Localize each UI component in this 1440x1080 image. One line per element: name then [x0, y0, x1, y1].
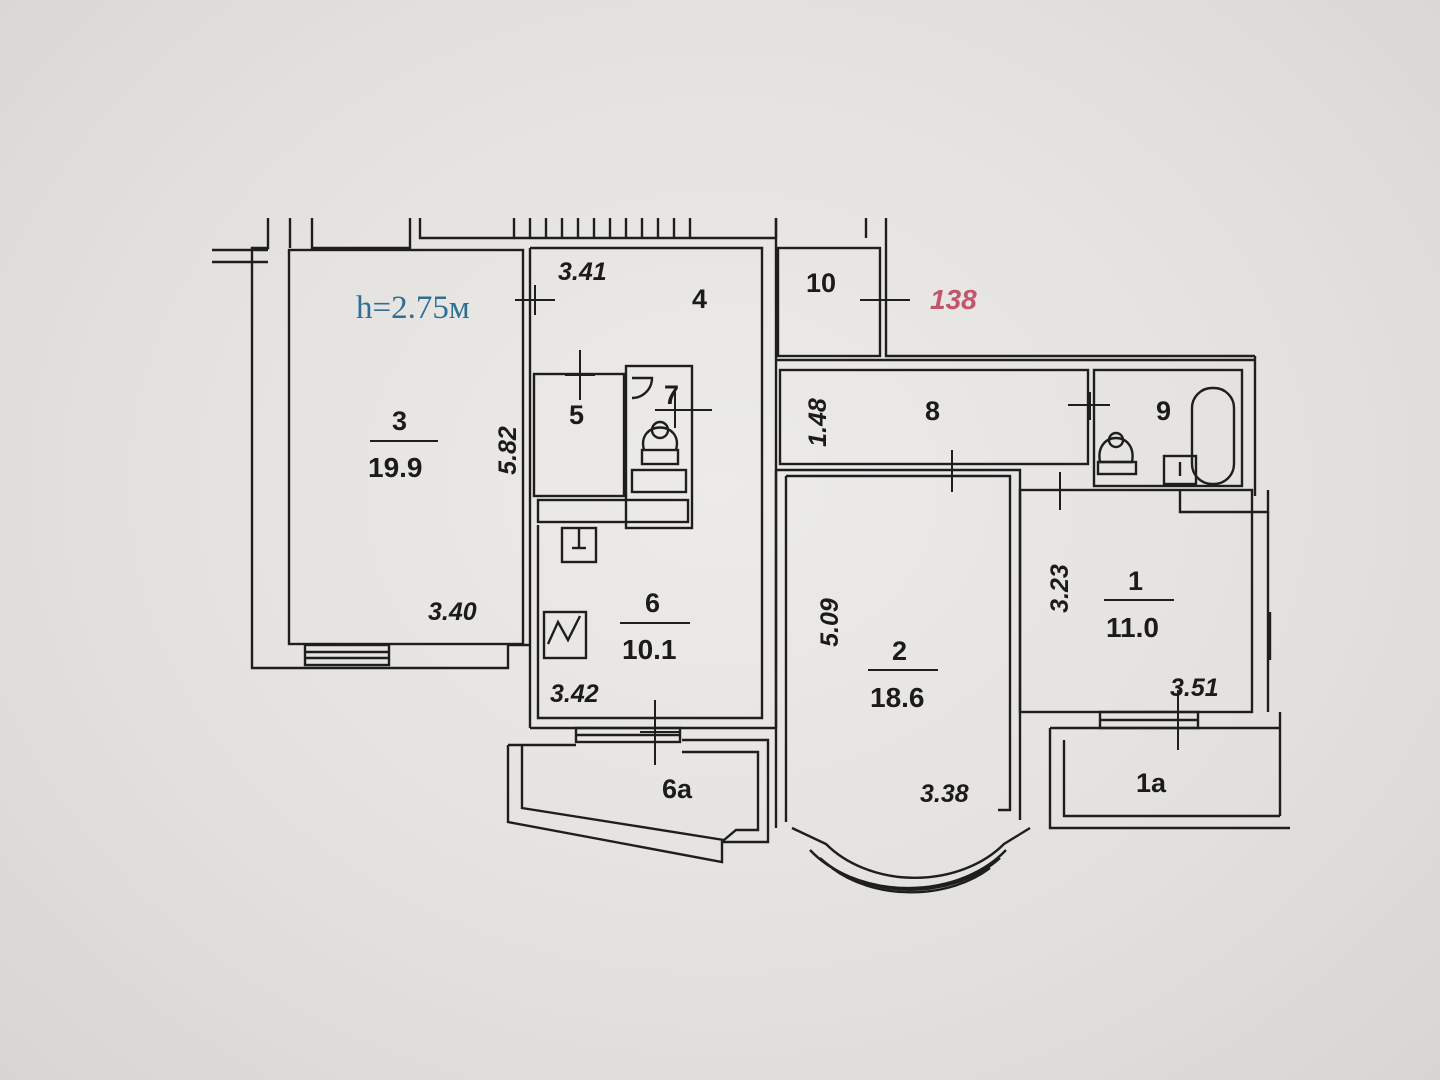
flat-number-label: 138 [930, 284, 977, 315]
room-7-number: 7 [664, 380, 680, 410]
balcony-6a-walls [506, 738, 770, 864]
room-3-number: 3 [392, 406, 408, 436]
room-6a-number: 6а [662, 774, 693, 804]
room-6-width-dim: 3.42 [550, 680, 599, 708]
room-8-9-walls [778, 356, 1257, 496]
kitchen-stove [542, 610, 588, 660]
room-2-number: 2 [892, 636, 908, 666]
room-10-walls [774, 218, 1255, 362]
door-markers [515, 285, 1200, 765]
room-1-width-dim: 3.51 [1170, 674, 1219, 702]
room-2-width-dim: 3.38 [920, 780, 969, 808]
room-6-number: 6 [645, 588, 661, 618]
room-1-length-dim: 3.23 [1045, 564, 1074, 613]
room-1-number: 1 [1128, 566, 1144, 596]
room-5-7-walls [532, 364, 694, 530]
room-1-area: 11.0 [1106, 612, 1159, 643]
room-5-number: 5 [569, 400, 585, 430]
room-4-number: 4 [692, 284, 708, 314]
room-8-number: 8 [925, 396, 941, 426]
kitchen-sink [560, 526, 598, 564]
room-8-width-dim: 1.48 [803, 398, 832, 447]
room-10-number: 10 [806, 268, 837, 298]
room-6-area: 10.1 [622, 634, 677, 665]
room-3-walls [250, 218, 530, 670]
room-2-length-dim: 5.09 [815, 598, 844, 647]
room-2-area: 18.6 [870, 682, 925, 713]
ceiling-height-label: h=2.75м [356, 290, 470, 326]
room-1a-number: 1а [1136, 768, 1167, 798]
room-3-length-dim: 5.82 [493, 426, 522, 475]
room-3-area: 19.9 [368, 452, 423, 483]
room-2-walls [774, 468, 1031, 894]
top-wall-room-4 [418, 218, 778, 240]
left-wall-stub [212, 248, 268, 264]
room-3-width-dim: 3.40 [428, 598, 477, 626]
kitchen-window [574, 726, 682, 744]
balcony-1a-walls [1048, 712, 1290, 830]
room-9-number: 9 [1156, 396, 1172, 426]
room-4-width-dim: 3.41 [558, 258, 607, 286]
